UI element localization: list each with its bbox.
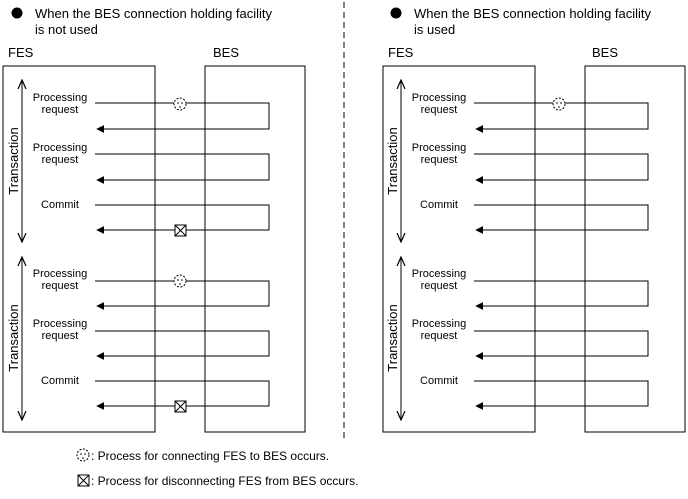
- connect-icon: [552, 97, 566, 111]
- step-label-line1: Processing: [412, 318, 466, 330]
- transaction-group: Transaction Processing request Processin…: [6, 257, 270, 420]
- left-panel: When the BES connection holding facility…: [2, 6, 306, 433]
- step-label-line1: Processing: [412, 142, 466, 154]
- step-label-line1: Processing: [33, 92, 87, 104]
- step-label-line1: Processing: [412, 268, 466, 280]
- request-response-path: [474, 204, 649, 234]
- bes-label: BES: [592, 45, 618, 60]
- step-label-line2: request: [42, 104, 79, 116]
- step-label-line2: request: [421, 280, 458, 292]
- request-response-path: [474, 330, 649, 360]
- step-label-line1: Processing: [33, 318, 87, 330]
- transaction-label: Transaction: [6, 127, 21, 194]
- right-heading-line2: is used: [414, 22, 455, 37]
- transaction-group: Transaction Processing request Processin…: [385, 257, 649, 420]
- step-label-line1: Commit: [41, 199, 79, 211]
- right-panel: When the BES connection holding facility…: [382, 6, 686, 433]
- transaction-group: Transaction Processing request Processin…: [385, 80, 649, 242]
- left-heading-line2: is not used: [35, 22, 98, 37]
- step-label-line1: Commit: [420, 199, 458, 211]
- heading-bullet-icon: [390, 7, 402, 19]
- disconnect-icon: [174, 400, 187, 413]
- legend-connect-icon: [76, 448, 90, 462]
- legend-disconnect-text: : Process for disconnecting FES from BES…: [91, 474, 358, 488]
- right-heading-line1: When the BES connection holding facility: [414, 6, 652, 21]
- legend-disconnect-icon: [77, 474, 90, 487]
- request-response-path: [474, 380, 649, 410]
- step-label-line2: request: [421, 154, 458, 166]
- step-label-line2: request: [42, 154, 79, 166]
- transaction-label: Transaction: [385, 127, 400, 194]
- request-response-path: [95, 153, 270, 184]
- fes-box: [382, 65, 536, 433]
- step-label-line1: Processing: [33, 268, 87, 280]
- transaction-label: Transaction: [6, 304, 21, 371]
- legend: : Process for connecting FES to BES occu…: [76, 448, 358, 488]
- request-response-path: [474, 153, 649, 184]
- request-response-path: [474, 280, 649, 310]
- request-response-path: [95, 330, 270, 360]
- step-label-line2: request: [421, 330, 458, 342]
- left-heading-line1: When the BES connection holding facility: [35, 6, 273, 21]
- step-label-line2: request: [42, 330, 79, 342]
- bes-box: [584, 65, 686, 433]
- legend-connect-text: : Process for connecting FES to BES occu…: [91, 449, 329, 463]
- step-label-line2: request: [42, 280, 79, 292]
- fes-label: FES: [388, 45, 414, 60]
- step-label-line2: request: [421, 104, 458, 116]
- fes-box: [2, 65, 156, 433]
- disconnect-icon: [174, 224, 187, 237]
- heading-bullet-icon: [11, 7, 23, 19]
- step-label-line1: Commit: [41, 375, 79, 387]
- bes-label: BES: [213, 45, 239, 60]
- fes-label: FES: [8, 45, 34, 60]
- connect-icon: [173, 274, 187, 288]
- bes-box: [204, 65, 306, 433]
- step-label-line1: Processing: [33, 142, 87, 154]
- transaction-group: Transaction Processing request Processin…: [6, 80, 270, 242]
- step-label-line1: Processing: [412, 92, 466, 104]
- step-label-line1: Commit: [420, 375, 458, 387]
- transaction-label: Transaction: [385, 304, 400, 371]
- connect-icon: [173, 97, 187, 111]
